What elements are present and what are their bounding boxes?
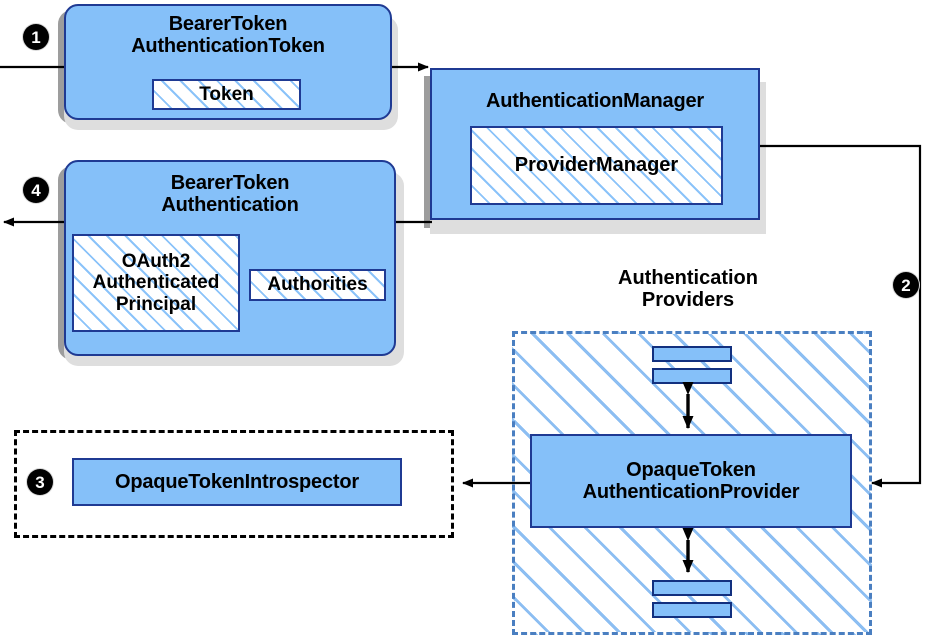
node-title: BearerToken AuthenticationToken: [131, 13, 325, 58]
node-opaque-token-introspector[interactable]: OpaqueTokenIntrospector: [72, 458, 402, 506]
inner-box-authorities[interactable]: Authorities: [249, 269, 386, 301]
step-marker-1: 1: [23, 24, 49, 50]
node-title: BearerToken Authentication: [161, 172, 299, 217]
provider-bar-bottom-2: [652, 602, 732, 618]
inner-box-provider-manager[interactable]: ProviderManager: [470, 126, 723, 205]
node-title: OpaqueToken AuthenticationProvider: [582, 458, 800, 503]
inner-box-token[interactable]: Token: [152, 79, 301, 110]
provider-bar-top-2: [652, 368, 732, 384]
provider-bar-bottom-1: [652, 580, 732, 596]
authentication-providers-label: Authentication Providers: [618, 267, 758, 312]
node-opaque-token-authentication-provider[interactable]: OpaqueToken AuthenticationProvider: [530, 434, 852, 528]
provider-bar-top-1: [652, 346, 732, 362]
step-marker-2: 2: [893, 272, 919, 298]
node-title: AuthenticationManager: [485, 90, 705, 112]
node-title: OpaqueTokenIntrospector: [115, 470, 359, 493]
inner-box-oauth2-authenticated-principal[interactable]: OAuth2 Authenticated Principal: [72, 234, 240, 332]
step-marker-4: 4: [23, 177, 49, 203]
step-marker-3: 3: [27, 469, 53, 495]
